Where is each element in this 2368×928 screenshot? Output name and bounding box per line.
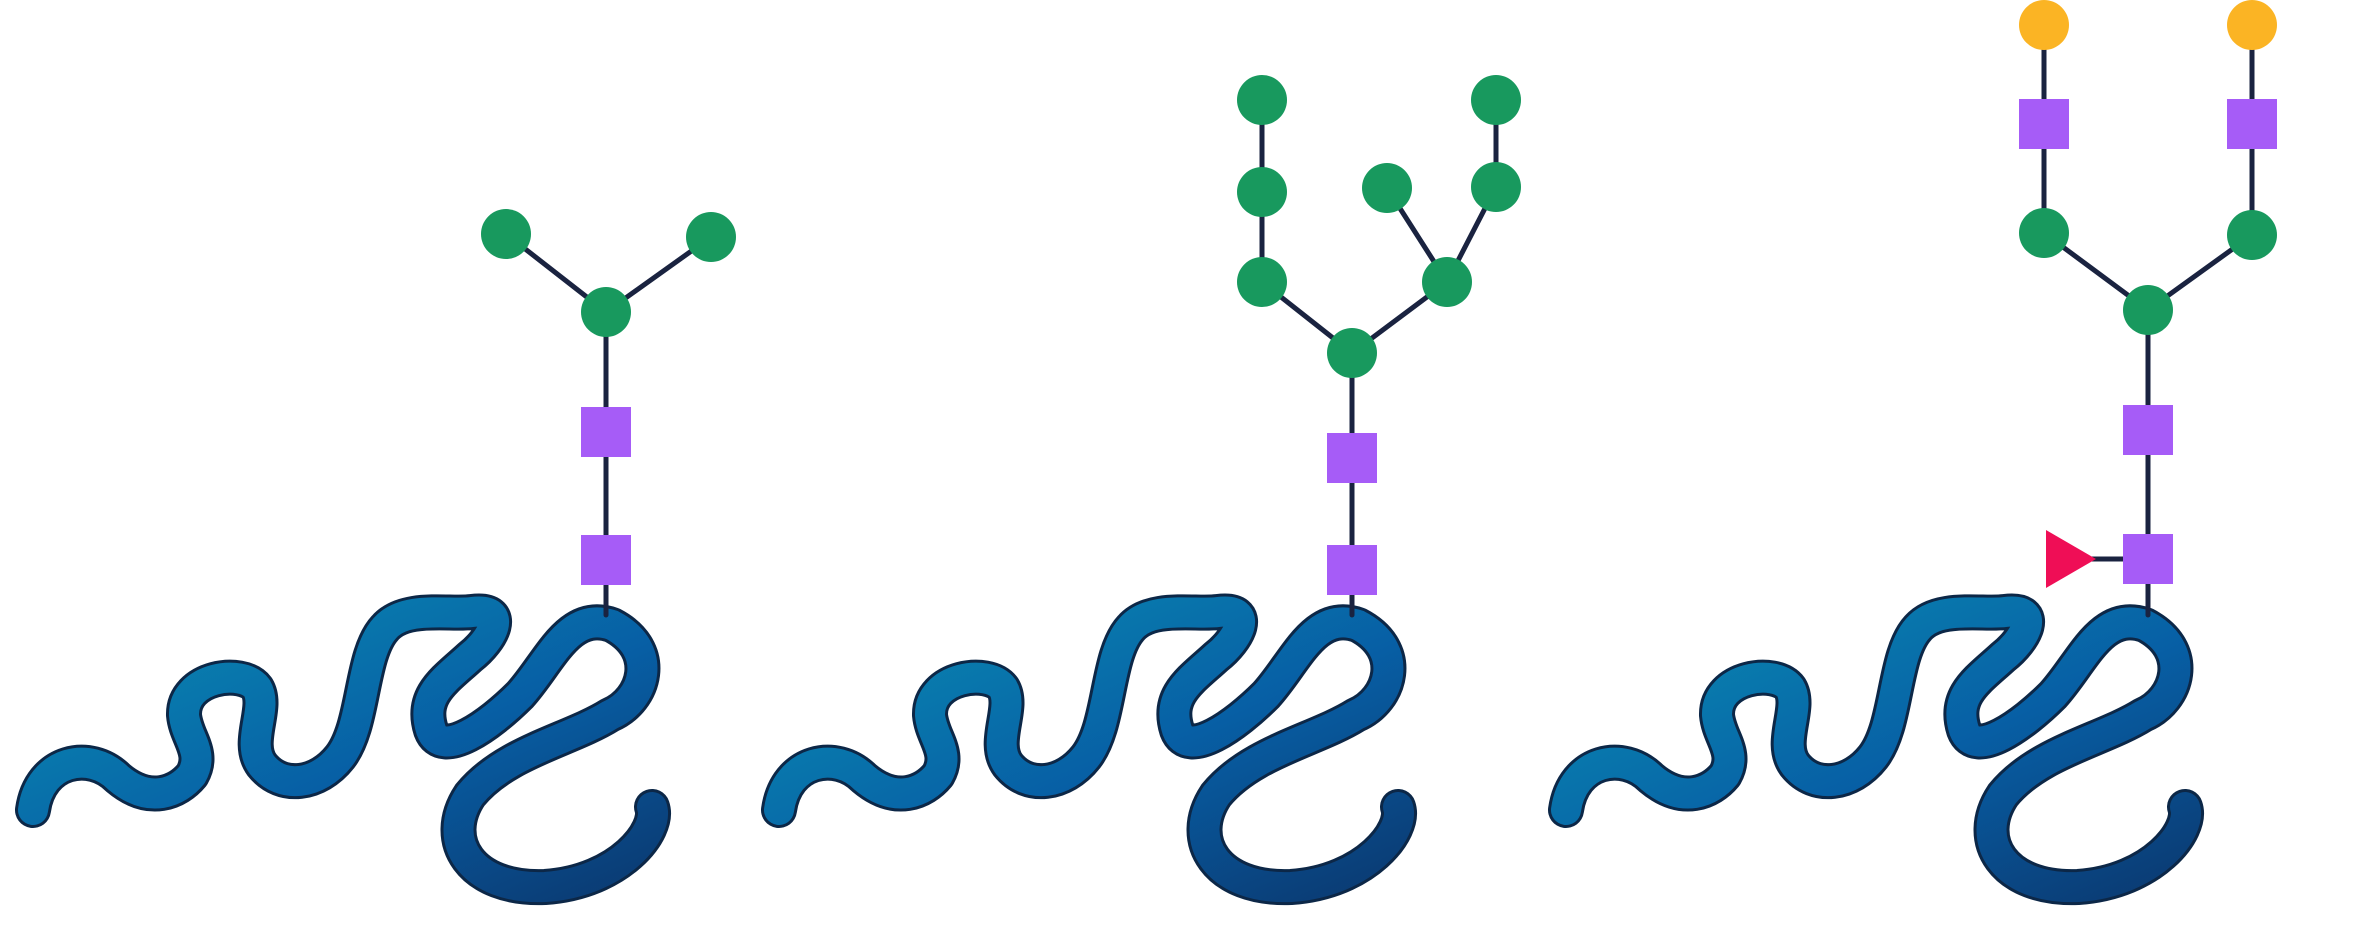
glcnac-square [2123, 405, 2173, 455]
mannose-circle [2227, 210, 2277, 260]
glcnac-square [2227, 99, 2277, 149]
glycoprotein-1 [15, 209, 736, 906]
glcnac-square [1327, 545, 1377, 595]
mannose-circle [1422, 257, 1472, 307]
glycan-3 [2019, 0, 2277, 618]
mannose-circle [1237, 75, 1287, 125]
glcnac-square [2123, 534, 2173, 584]
glcnac-square [2019, 99, 2069, 149]
protein-chain [15, 593, 671, 906]
mannose-circle [1327, 328, 1377, 378]
protein-chain [761, 593, 1417, 906]
mannose-circle [1362, 163, 1412, 213]
mannose-circle [686, 212, 736, 262]
mannose-circle [1237, 257, 1287, 307]
mannose-circle [2019, 208, 2069, 258]
protein-chain [1548, 593, 2204, 906]
mannose-circle [481, 209, 531, 259]
galactose-circle [2019, 0, 2069, 50]
mannose-circle [2123, 285, 2173, 335]
glycoprotein-3 [1548, 593, 2204, 906]
mannose-circle [1237, 167, 1287, 217]
mannose-circle [581, 287, 631, 337]
mannose-circle [1471, 162, 1521, 212]
glycan-2 [1237, 75, 1521, 618]
glcnac-square [581, 535, 631, 585]
glcnac-square [581, 407, 631, 457]
fucose-triangle [2046, 530, 2096, 588]
glcnac-square [1327, 433, 1377, 483]
galactose-circle [2227, 0, 2277, 50]
glycoprotein-2 [761, 593, 1417, 906]
mannose-circle [1471, 75, 1521, 125]
